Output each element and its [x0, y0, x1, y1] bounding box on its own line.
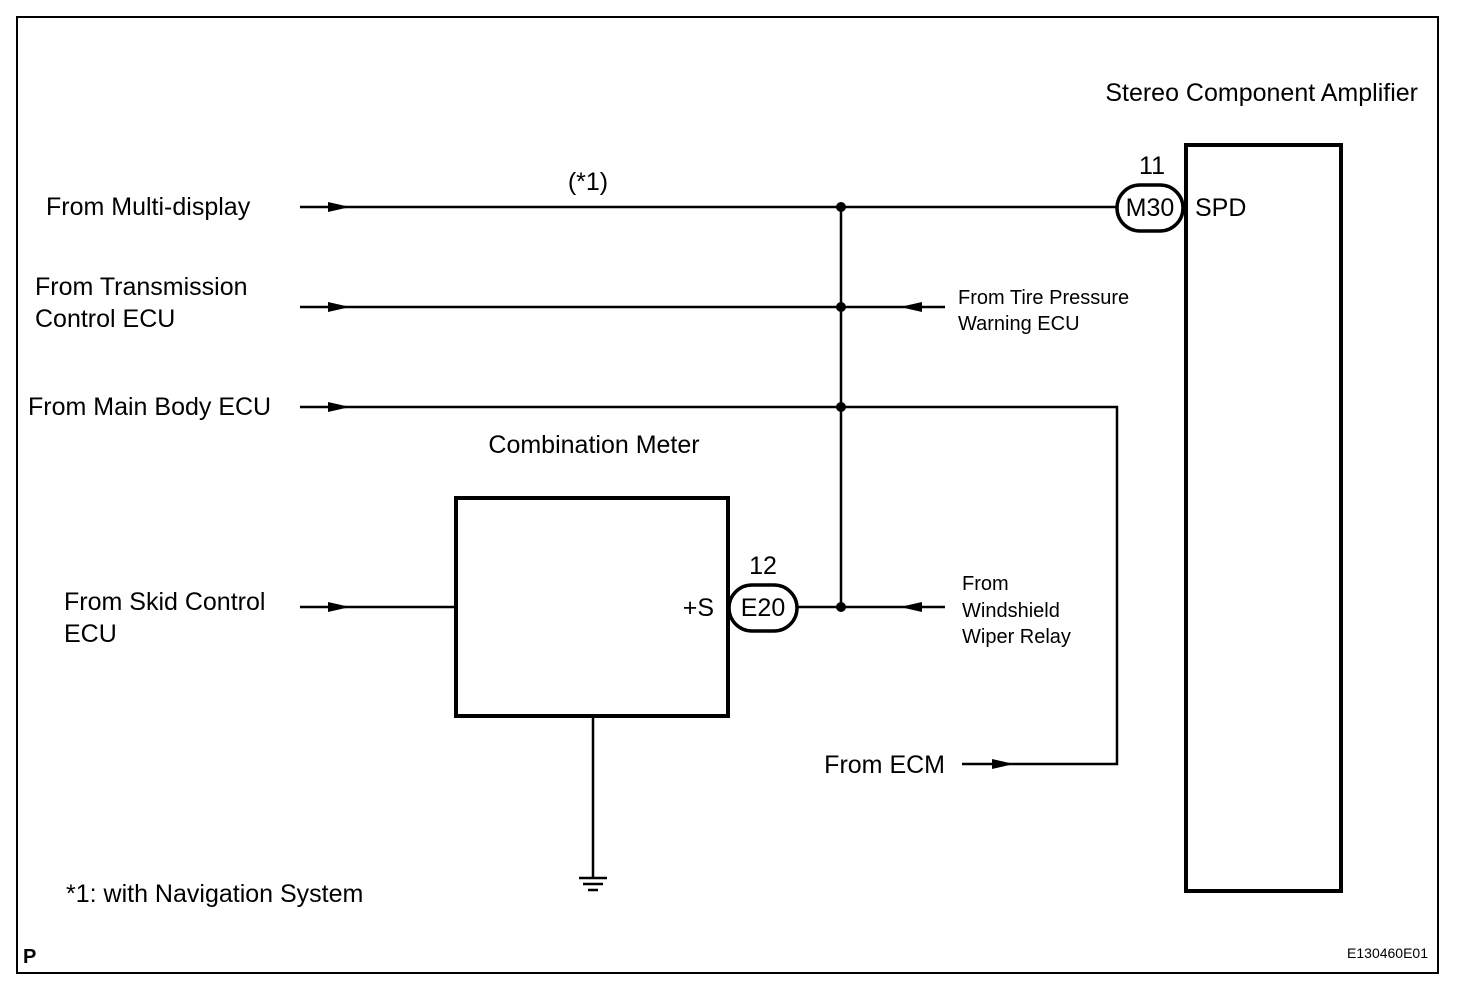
diagram-frame [16, 16, 1439, 974]
arrow-left-icon [900, 602, 922, 612]
from-main-body-label: From Main Body ECU [28, 393, 271, 421]
connector-m30-label: M30 [1126, 194, 1175, 222]
terminal-spd-label: SPD [1195, 194, 1246, 222]
figure-id: E130460E01 [1347, 945, 1428, 961]
connector-e20-pin: 12 [749, 552, 777, 580]
from-tire-pressure-label-line2: Warning ECU [958, 313, 1080, 335]
from-ecm-label: From ECM [824, 751, 945, 779]
from-wiper-label-line2: Windshield [962, 600, 1060, 622]
stereo-amplifier-label: Stereo Component Amplifier [1105, 79, 1418, 107]
connector-m30-pin: 11 [1139, 152, 1165, 180]
from-wiper-label-line1: From [962, 573, 1009, 595]
connector-m30 [1115, 183, 1185, 233]
note-ref-label: (*1) [568, 168, 608, 196]
arrow-right-icon [992, 759, 1014, 769]
connector-e20 [727, 583, 799, 633]
arrow-right-icon [328, 602, 350, 612]
from-transmission-label-line2: Control ECU [35, 305, 175, 333]
stereo-amplifier-box [1184, 143, 1343, 893]
terminal-plus-s-label: +S [683, 594, 714, 622]
footnote: *1: with Navigation System [66, 880, 363, 908]
ground-icon [579, 876, 607, 892]
junction-dot [836, 302, 846, 312]
from-transmission-label-line1: From Transmission [35, 273, 248, 301]
arrow-right-icon [328, 402, 350, 412]
from-skid-label-line2: ECU [64, 620, 117, 648]
from-multi-display-label: From Multi-display [46, 193, 251, 221]
arrow-right-icon [328, 202, 350, 212]
from-skid-label-line1: From Skid Control [64, 588, 265, 616]
connector-e20-label: E20 [741, 594, 785, 622]
arrow-left-icon [900, 302, 922, 312]
junction-dot [836, 602, 846, 612]
combination-meter-label: Combination Meter [488, 431, 699, 459]
corner-p-label: P [23, 946, 36, 968]
junction-dot [836, 402, 846, 412]
arrow-right-icon [328, 302, 350, 312]
wire-main-body [300, 405, 1119, 766]
from-wiper-label-line3: Wiper Relay [962, 626, 1071, 648]
from-tire-pressure-label-line1: From Tire Pressure [958, 287, 1129, 309]
junction-dot [836, 202, 846, 212]
